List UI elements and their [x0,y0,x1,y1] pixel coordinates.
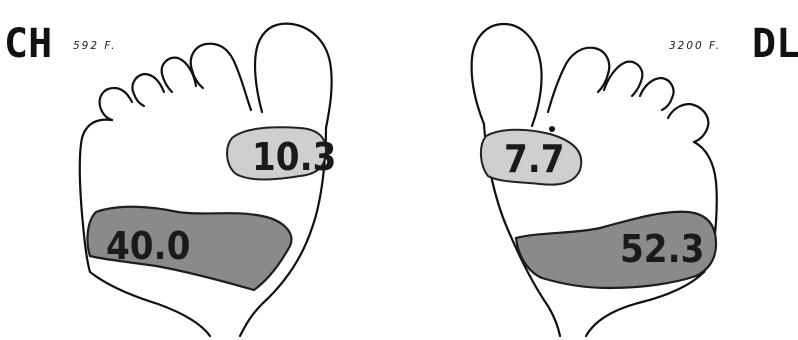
left-subject-code: CH [4,21,52,67]
left-forefoot-value: 10.3 [252,135,336,179]
left-force-label: 592 F. [73,40,116,52]
right-foot: DL 3200 F. 7.7 52.3 [472,21,798,336]
right-forefoot-value: 7.7 [504,137,565,181]
right-forefoot-marker [549,126,555,132]
right-force-label: 3200 F. [669,40,721,52]
right-heel-value: 52.3 [620,227,704,271]
left-foot-outline [80,24,332,336]
left-foot: CH 592 F. 10.3 40.0 [4,21,336,336]
right-subject-code: DL [752,21,798,67]
left-heel-value: 40.0 [106,224,190,268]
